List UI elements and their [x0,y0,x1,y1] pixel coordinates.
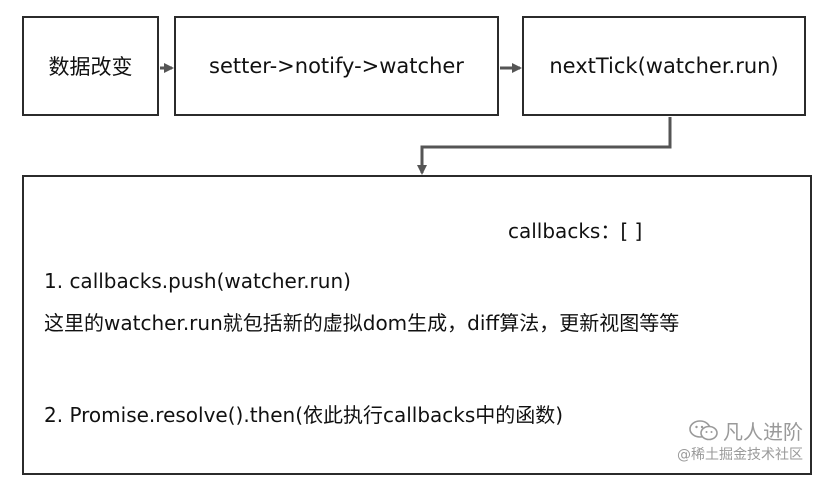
next-tick-label: nextTick(watcher.run) [549,54,779,78]
step-push-description: 这里的watcher.run就包括新的虚拟dom生成，diff算法，更新视图等等 [44,311,680,335]
step-push-callback: 1. callbacks.push(watcher.run) [44,269,351,293]
setter-notify-box: setter->notify->watcher [174,16,499,116]
data-change-label: 数据改变 [48,55,133,79]
wechat-icon [689,419,718,440]
site-watermark: @稀土掘金技术社区 [677,447,803,463]
callbacks-array-label: callbacks：[ ] [508,219,643,243]
wechat-watermark: 凡人进阶 [689,416,803,445]
data-change-box: 数据改变 [22,16,159,116]
next-tick-box: nextTick(watcher.run) [522,16,806,116]
arrow-box3-to-panel [417,117,672,175]
wechat-account-name: 凡人进阶 [723,420,803,444]
step-promise-then: 2. Promise.resolve().then(依此执行callbacks中… [44,403,564,427]
callbacks-panel: callbacks：[ ] 1. callbacks.push(watcher.… [22,175,812,475]
setter-notify-label: setter->notify->watcher [209,54,464,78]
